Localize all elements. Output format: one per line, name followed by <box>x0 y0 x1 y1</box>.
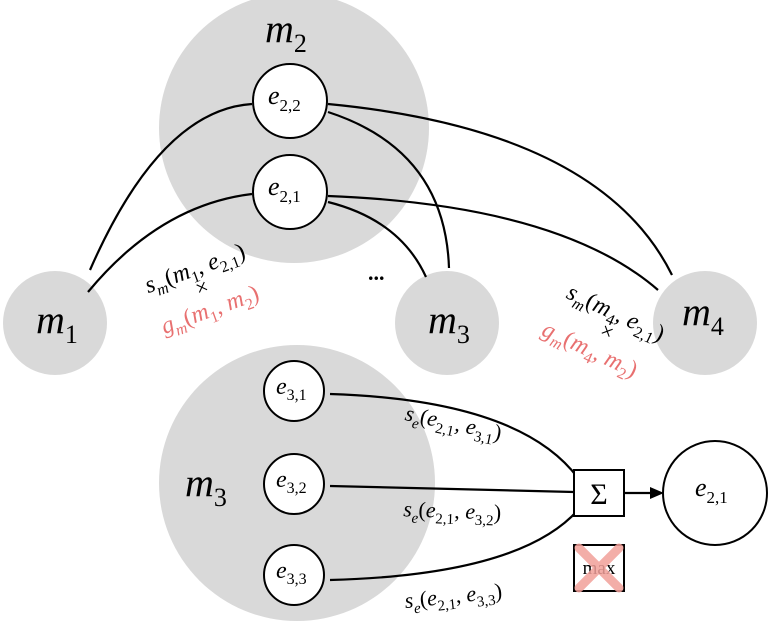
entity-e31-node <box>263 360 325 422</box>
edge-e21-m3 <box>327 200 428 278</box>
output-entity-node <box>662 440 768 546</box>
mention-m1-label: m1 <box>36 297 78 349</box>
cluster-m2-label: m2 <box>265 6 307 58</box>
annotation-right: sm(m4, e2,1) × gm(m4, m2) <box>538 279 669 383</box>
entity-e22-label: e2,2 <box>268 81 301 115</box>
edge-e22-m3 <box>327 110 451 269</box>
edge-m1-e22 <box>88 102 253 271</box>
cross-out-icon <box>574 543 624 593</box>
edge-e22-m4 <box>327 102 673 276</box>
edge-e33-sum <box>329 509 579 582</box>
mention-m3-circle <box>395 271 499 375</box>
svg-text:se(e2,1, e3,2): se(e2,1, e3,2) <box>403 496 502 529</box>
output-entity-label: e2,1 <box>695 473 728 507</box>
ellipsis: ... <box>368 260 385 285</box>
entity-e31-label: e3,1 <box>276 374 307 404</box>
svg-text:se(e2,1, e3,3): se(e2,1, e3,3) <box>403 578 504 618</box>
top-edges <box>87 102 673 293</box>
edge-e32-sum <box>329 484 575 494</box>
entity-e33-label: e3,3 <box>276 558 307 588</box>
edge-label-2: se(e2,1, e3,2) <box>403 496 502 529</box>
sum-symbol: Σ <box>590 478 607 511</box>
entity-e21-label: e2,1 <box>268 172 301 206</box>
mention-m4-label: m4 <box>682 289 724 341</box>
entity-e22-node <box>252 63 328 139</box>
cluster-m3-label: m3 <box>185 460 227 512</box>
entity-e32-label: e3,2 <box>276 467 307 497</box>
entity-e33-node <box>263 544 325 606</box>
sum-box <box>573 469 625 517</box>
edge-label-1: se(e2,1, e3,1) <box>402 400 504 450</box>
edge-m1-e21 <box>87 192 253 293</box>
edge-label-3: se(e2,1, e3,3) <box>403 578 504 618</box>
bottom-edges <box>329 392 650 582</box>
arrowhead <box>650 487 664 499</box>
mention-m4-circle <box>653 271 757 375</box>
mention-m3-label: m3 <box>428 297 470 349</box>
entity-e32-node <box>263 453 325 515</box>
entity-e21-node <box>252 154 328 230</box>
mention-m1-circle <box>3 271 107 375</box>
edge-e31-sum <box>329 392 579 479</box>
edge-e21-m4 <box>327 194 659 291</box>
svg-text:se(e2,1, e3,1): se(e2,1, e3,1) <box>402 400 504 450</box>
